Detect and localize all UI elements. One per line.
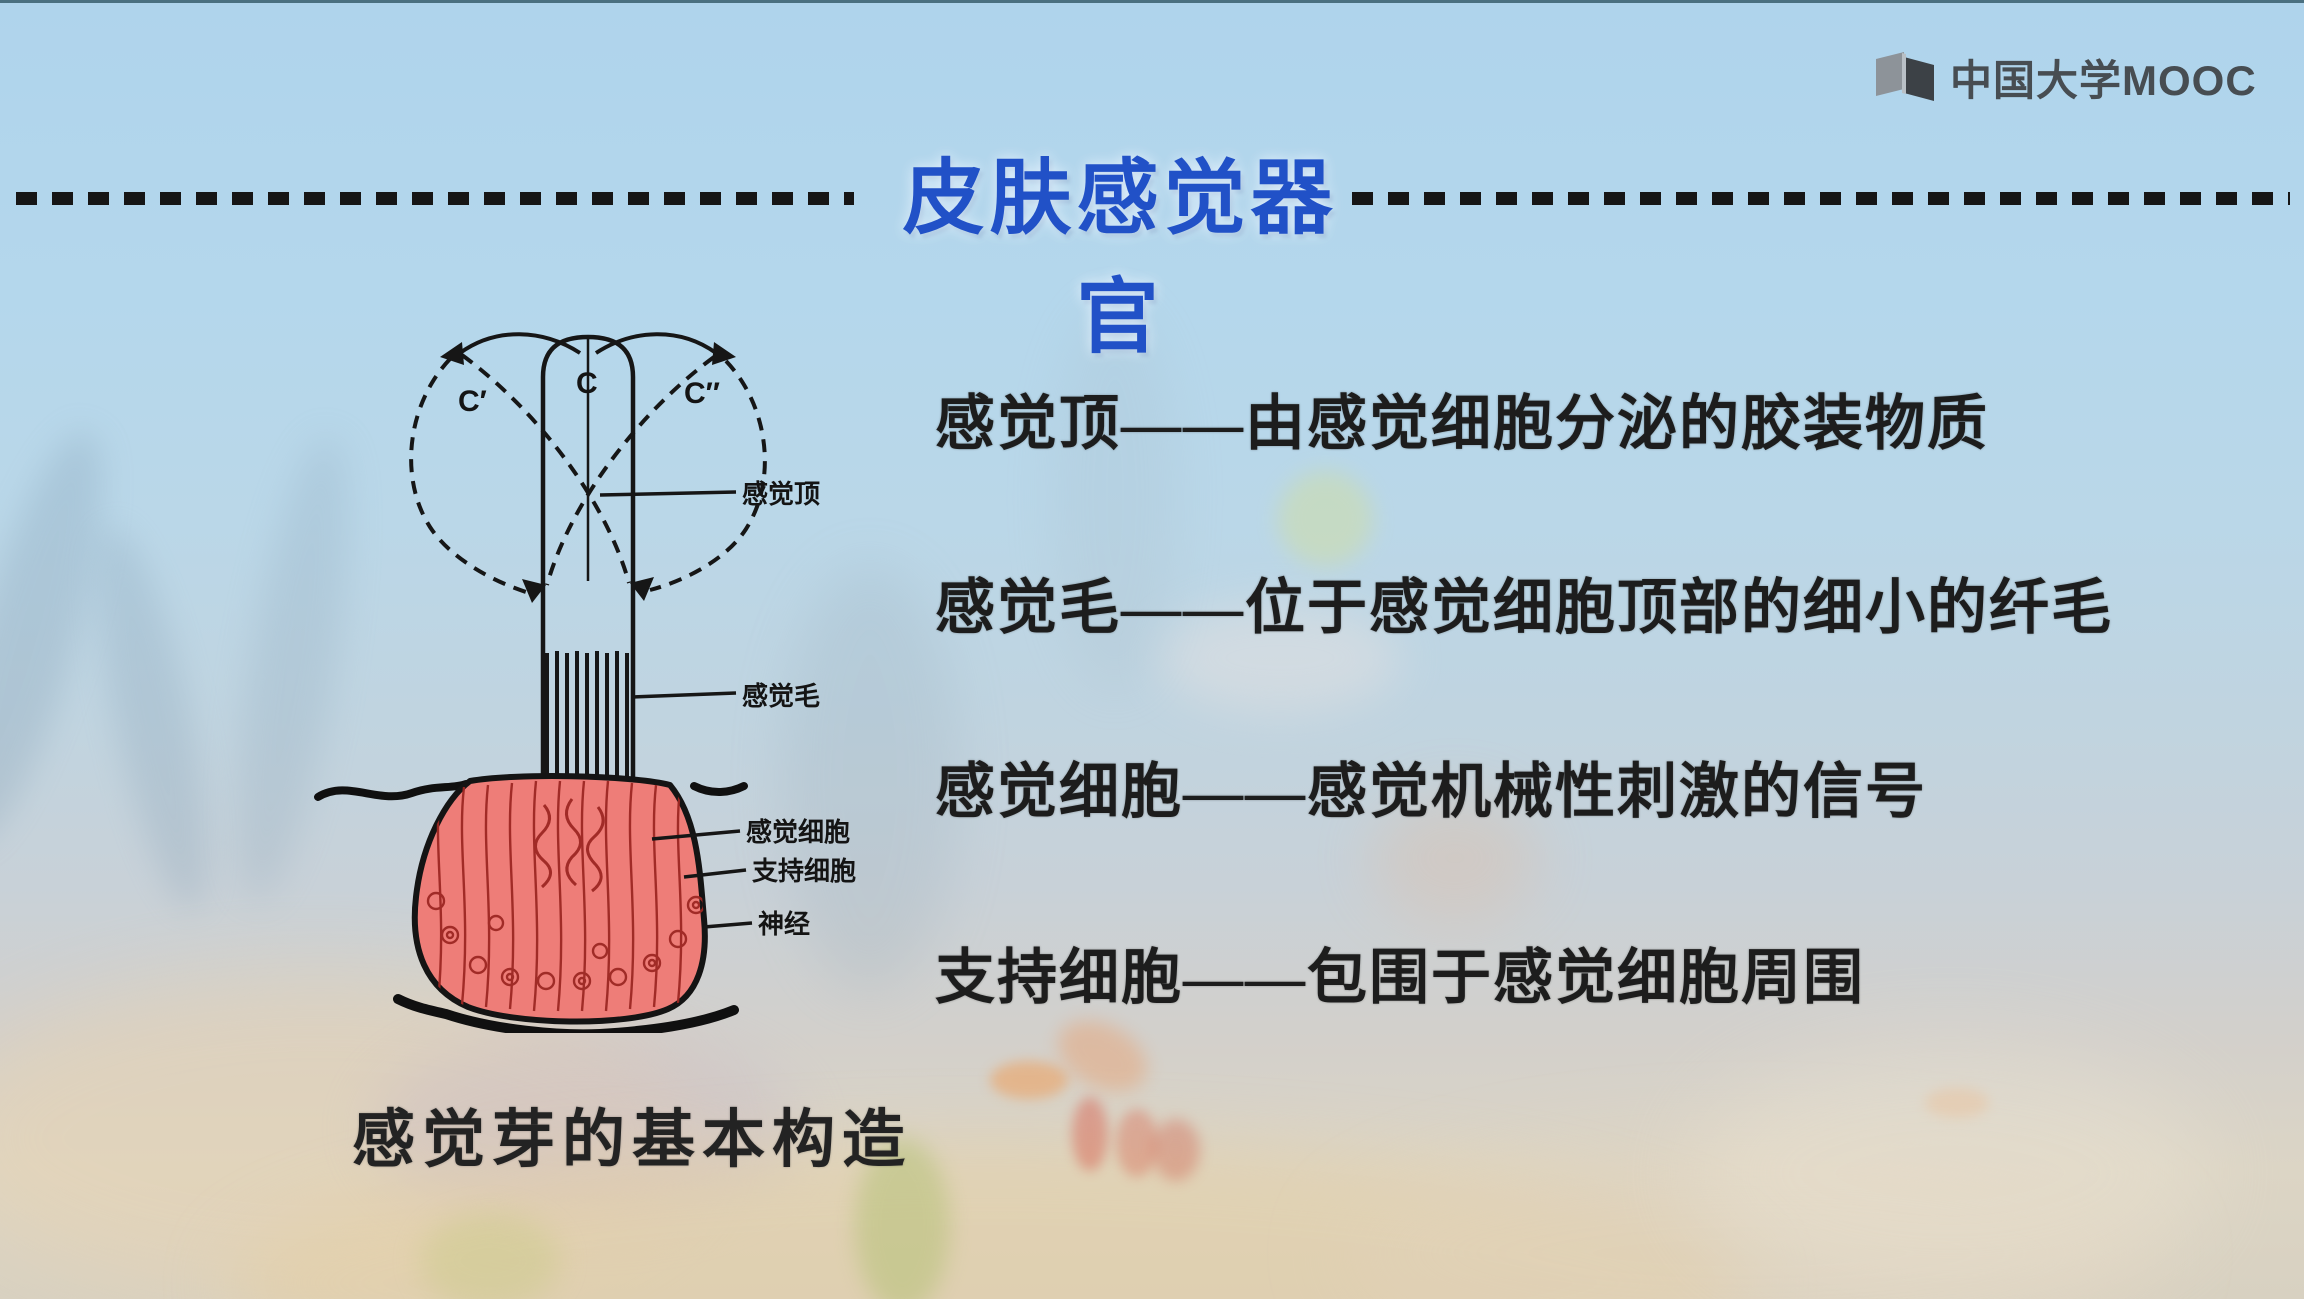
- hair-label: 感觉毛: [742, 681, 820, 711]
- top-arrows: [440, 332, 736, 365]
- definition-term: 感觉顶: [935, 391, 1121, 457]
- nerve-leader-line: [703, 921, 753, 929]
- title-dashed-line-right: [1352, 192, 2290, 205]
- definition-dash: ——: [1183, 945, 1307, 1011]
- bg-warm-wash: [1340, 1143, 2160, 1299]
- c-double-prime-label: C″: [684, 377, 720, 410]
- diagram-caption: 感觉芽的基本构造: [352, 1105, 912, 1175]
- title-dashed-line-left: [16, 192, 854, 205]
- definition-dash: ——: [1121, 391, 1245, 457]
- bg-leaf: [1278, 471, 1373, 566]
- cap-label: 感觉顶: [742, 479, 820, 509]
- definition-desc: 位于感觉细胞顶部的细小的纤毛: [1245, 575, 2113, 641]
- support-cell-label: 支持细胞: [752, 856, 856, 886]
- support-cell-leader-line: [683, 868, 747, 879]
- mooc-logo: 中国大学MOOC: [1872, 47, 2257, 108]
- bg-seaweed-silhouette: [75, 519, 230, 917]
- sensory-bud-diagram: C′ C C″ 感觉顶 感觉毛: [314, 332, 856, 1033]
- bg-coral: [1072, 1097, 1108, 1171]
- bg-green-seaweed: [420, 1213, 560, 1299]
- bg-light-glow: [1690, 1043, 2210, 1299]
- definition-row: 支持细胞——包围于感觉细胞周围: [935, 929, 1865, 1016]
- bg-fish: [1046, 1006, 1159, 1106]
- bg-fish: [1925, 1088, 1989, 1118]
- definition-row: 感觉毛——位于感觉细胞顶部的细小的纤毛: [935, 559, 2113, 646]
- definition-term: 支持细胞: [935, 945, 1183, 1011]
- dashed-trajectories: [409, 353, 767, 594]
- mooc-logo-book-icon: [1876, 51, 1934, 101]
- definition-desc: 感觉机械性刺激的信号: [1307, 759, 1927, 825]
- bg-fish: [990, 1061, 1068, 1099]
- definition-term: 感觉细胞: [935, 759, 1183, 825]
- hair-leader-line: [631, 691, 737, 699]
- definition-term: 感觉毛: [935, 575, 1121, 641]
- definition-desc: 包围于感觉细胞周围: [1307, 945, 1865, 1011]
- sensory-hairs: [545, 651, 629, 785]
- nerve-label: 神经: [758, 909, 810, 939]
- mooc-logo-text: 中国大学MOOC: [1950, 57, 2257, 104]
- definition-dash: ——: [1121, 575, 1245, 641]
- definition-dash: ——: [1183, 759, 1307, 825]
- page-title: 皮肤感觉器官: [902, 153, 1338, 363]
- c-label: C: [576, 367, 598, 400]
- cap-leader-line: [599, 490, 737, 497]
- bg-coral: [1152, 1119, 1200, 1181]
- sensory-cell-label: 感觉细胞: [746, 817, 850, 847]
- bg-seaweed-silhouette: [0, 418, 133, 858]
- definition-desc: 由感觉细胞分泌的胶装物质: [1245, 391, 1989, 457]
- skin-surface-lines: [314, 780, 748, 1033]
- c-prime-label: C′: [458, 385, 487, 418]
- central-cell-outline: [540, 334, 636, 791]
- definition-row: 感觉顶——由感觉细胞分泌的胶装物质: [935, 375, 1989, 462]
- dashed-arrowheads: [522, 577, 654, 603]
- sensory-cell-leader-line: [651, 829, 741, 841]
- definition-row: 感觉细胞——感觉机械性刺激的信号: [935, 743, 1927, 830]
- bg-coral: [1116, 1109, 1158, 1177]
